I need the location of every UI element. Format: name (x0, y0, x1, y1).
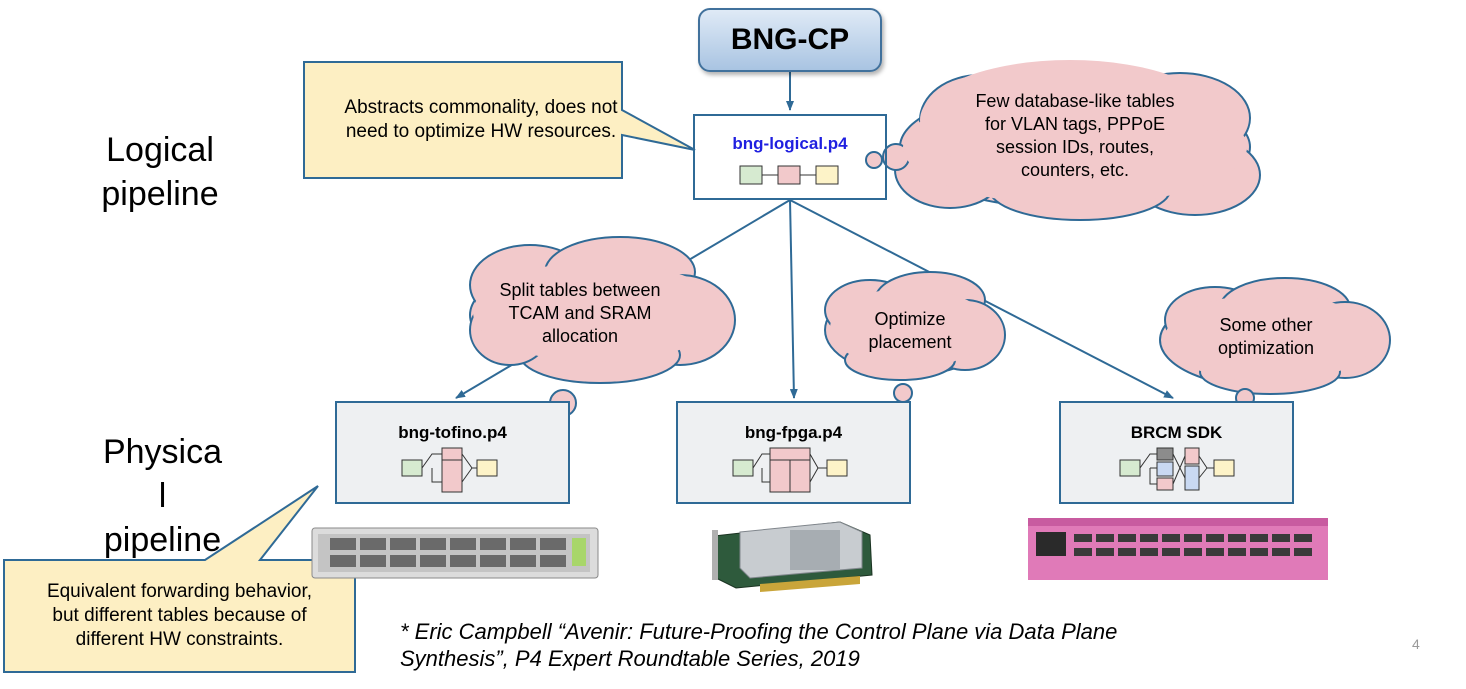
fpga-card-image (712, 521, 873, 592)
callout-bottom-line2: but different tables because of (52, 605, 307, 626)
logical-pipeline-tables (739, 165, 839, 185)
brcm-switch-image (1028, 518, 1328, 580)
logical-box: bng-logical.p4 (693, 114, 887, 200)
callout-bottom-shape (3, 485, 356, 673)
citation-footnote: * Eric Campbell “Avenir: Future-Proofing… (400, 618, 1117, 672)
callout-bottom-line1: Equivalent forwarding behavior, (46, 581, 313, 602)
page-number: 4 (1412, 636, 1420, 652)
bng-cp-box: BNG-CP (698, 8, 882, 72)
physical-label-line2: l (158, 477, 167, 515)
physical-label-line3: pipeline (103, 521, 222, 559)
arrow-logical-to-fpga (789, 199, 798, 399)
cloud-db-line4: counters, etc. (1020, 160, 1130, 180)
tofino-pipeline-tables (401, 447, 498, 493)
cloud-db-line1: Few database-like tables (975, 91, 1175, 111)
cloud-db-line2: for VLAN tags, PPPoE (984, 114, 1166, 134)
callout-top-line2: need to optimize HW resources. (345, 121, 617, 142)
cloud-optimize-line2: placement (868, 332, 952, 352)
footnote-line1: * Eric Campbell “Avenir: Future-Proofing… (400, 619, 1118, 644)
callout-top-line1: Abstracts commonality, does not (344, 97, 618, 118)
cloud-split-line1: Split tables between (499, 280, 661, 300)
logical-pipeline-label: Logical pipeline (80, 128, 240, 216)
fpga-pipeline-tables (732, 447, 848, 493)
physical-label-line1: Physica (102, 433, 223, 471)
cloud-split-line3: allocation (541, 326, 619, 346)
brcm-pipeline-tables (1119, 447, 1235, 491)
fpga-box-title: bng-fpga.p4 (744, 423, 843, 442)
logical-box-title: bng-logical.p4 (732, 134, 848, 153)
brcm-box-title: BRCM SDK (1130, 423, 1223, 442)
cloud-other-line1: Some other (1219, 315, 1313, 335)
cloud-db-line3: session IDs, routes, (995, 137, 1155, 157)
cloud-other: Some other optimization (1186, 314, 1346, 360)
bng-cp-label: BNG-CP (730, 23, 850, 56)
cloud-split: Split tables between TCAM and SRAM alloc… (470, 279, 690, 348)
logical-label-line1: Logical (106, 131, 214, 169)
footnote-line2: Synthesis”, P4 Expert Roundtable Series,… (400, 646, 860, 671)
brcm-box: BRCM SDK (1059, 401, 1294, 504)
cloud-optimize-line1: Optimize (874, 309, 946, 329)
cloud-optimize: Optimize placement (835, 308, 985, 354)
callout-bottom-line3: different HW constraints. (75, 629, 284, 650)
cloud-db: Few database-like tables for VLAN tags, … (930, 90, 1220, 182)
tofino-box-title: bng-tofino.p4 (398, 423, 507, 442)
callout-top-shape (303, 61, 696, 179)
cloud-split-line2: TCAM and SRAM (508, 303, 652, 323)
logical-label-line2: pipeline (101, 175, 219, 213)
physical-pipeline-label: Physica l pipeline (80, 430, 245, 562)
callout-bottom: Equivalent forwarding behavior, but diff… (4, 580, 355, 652)
cloud-other-line2: optimization (1217, 338, 1315, 358)
callout-top: Abstracts commonality, does not need to … (304, 96, 658, 144)
tofino-switch-image (311, 527, 599, 579)
